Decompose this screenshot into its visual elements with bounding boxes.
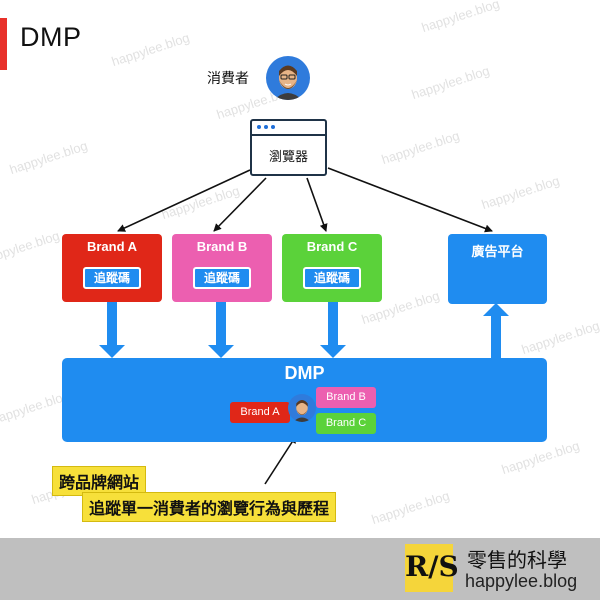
ad-platform-box: 廣告平台 (448, 234, 547, 304)
flow-arrow-brand-a (99, 300, 125, 358)
browser-dot-icon (257, 125, 261, 129)
consumer-avatar (266, 56, 310, 100)
person-icon (293, 400, 311, 422)
browser-dot-icon (271, 125, 275, 129)
footer-bar: R/S 零售的科學 happylee.blog (0, 538, 600, 600)
title-accent-bar (0, 18, 7, 70)
browser-label: 瀏覽器 (268, 149, 308, 164)
rs-logo-icon: R/S (405, 544, 459, 592)
flow-arrow-brand-c (320, 300, 346, 358)
tracking-code-tag: 追蹤碼 (193, 267, 251, 289)
brand-box-a: Brand A 追蹤碼 (62, 234, 162, 302)
browser-title-bar (252, 121, 325, 136)
brand-box-b: Brand B 追蹤碼 (172, 234, 272, 302)
footer-site-name: 零售的科學 (467, 550, 567, 572)
profile-tag-brand-a: Brand A (230, 402, 290, 423)
arrow-to-brand-b (213, 177, 267, 232)
logo-text: R/S (405, 550, 459, 583)
arrow-to-brand-a (117, 169, 251, 232)
brand-box-c: Brand C 追蹤碼 (282, 234, 382, 302)
callout-line-2: 追蹤單一消費者的瀏覽行為與歷程 (82, 492, 337, 522)
browser-window: 瀏覽器 (250, 119, 327, 176)
person-icon (274, 65, 302, 100)
brand-name: Brand C (306, 239, 358, 254)
dmp-title: DMP (284, 363, 325, 383)
consumer-avatar-small (288, 394, 316, 422)
arrow-to-brand-c (306, 177, 328, 232)
profile-tag-brand-c: Brand C (316, 413, 376, 434)
tracking-code-tag: 追蹤碼 (83, 267, 141, 289)
profile-tag-brand-b: Brand B (316, 387, 376, 408)
arrow-to-ad-platform (327, 167, 493, 233)
callout-line-1: 跨品牌網站 (52, 466, 147, 496)
browser-dot-icon (264, 125, 268, 129)
flow-arrow-brand-b (208, 300, 234, 358)
consumer-label: 消費者 (207, 70, 249, 86)
callout-pointer (264, 435, 297, 485)
ad-platform-label: 廣告平台 (471, 244, 524, 259)
tracking-code-tag: 追蹤碼 (303, 267, 361, 289)
footer-site-url: happylee.blog (465, 571, 578, 591)
brand-name: Brand A (86, 239, 138, 254)
page-title: DMP (20, 22, 82, 52)
flow-arrow-ad-platform (483, 303, 509, 359)
brand-name: Brand B (196, 239, 248, 254)
